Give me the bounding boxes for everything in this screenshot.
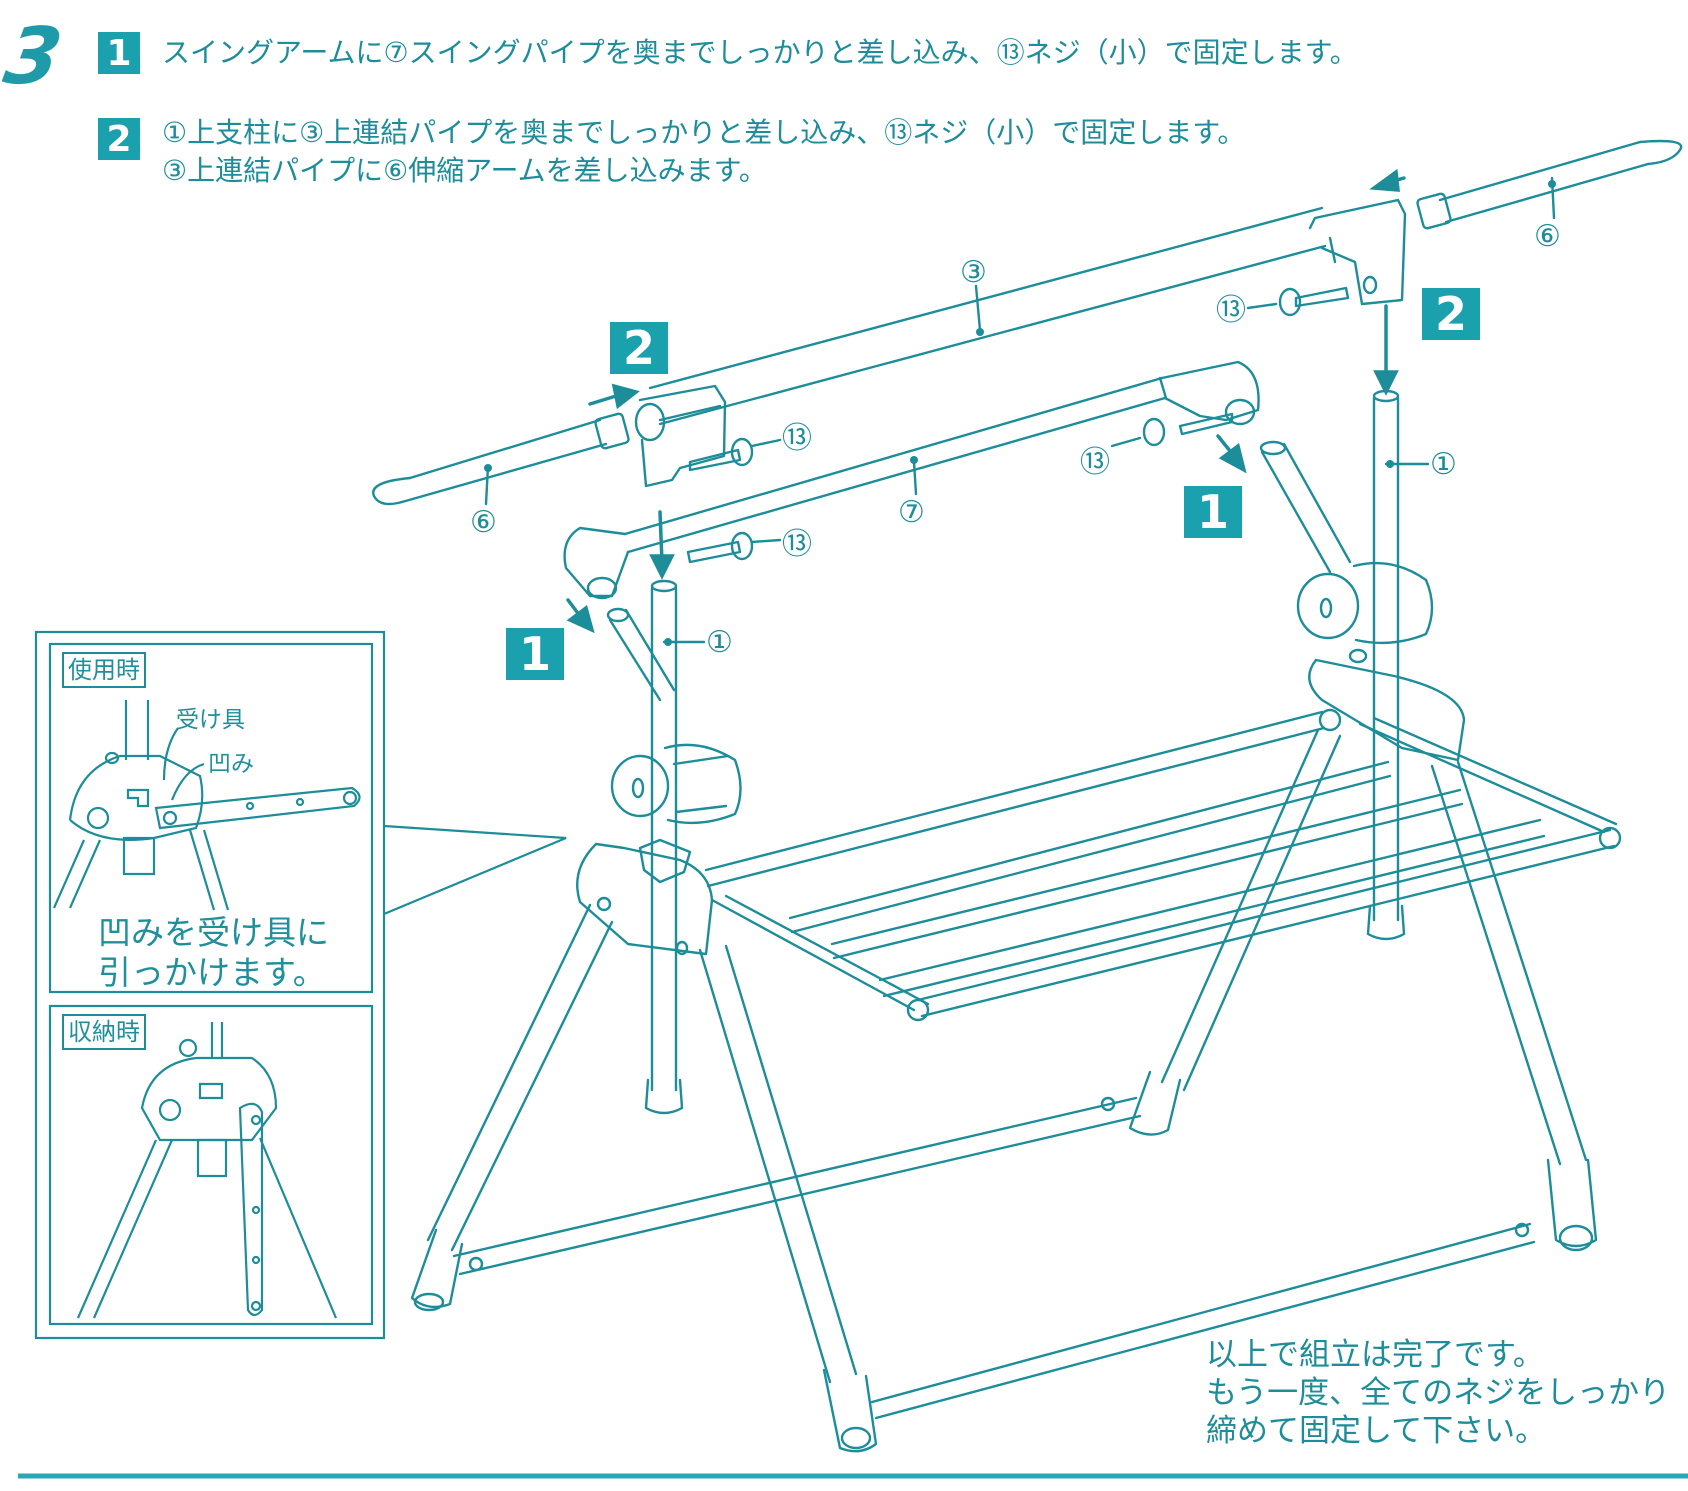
upper-post-right xyxy=(1366,389,1406,941)
inset-in-use-label: 使用時 xyxy=(62,652,146,688)
drying-rack xyxy=(704,708,1622,1022)
inset-storage-label: 収納時 xyxy=(62,1014,146,1050)
badge-1-left: 1 xyxy=(506,627,564,681)
step-2-badge: 2 xyxy=(98,118,140,160)
callout-screw-swing-left: ⑬ xyxy=(782,527,812,562)
inset-caption-line2: 引っかけます。 xyxy=(98,953,326,992)
instruction-2-line2: ③上連結パイプに⑥伸縮アームを差し込みます。 xyxy=(162,154,767,187)
legs-left xyxy=(410,903,878,1453)
base-bars xyxy=(452,1096,1536,1420)
screw-swing-left xyxy=(686,531,782,564)
instruction-1-text: スイングアームに⑦スイングパイプを奥までしっかりと差し込み、⑬ネジ（小）で固定し… xyxy=(162,36,1358,69)
final-note-line2: もう一度、全てのネジをしっかり xyxy=(1206,1375,1671,1411)
screw-swing-right xyxy=(1110,412,1234,448)
clamp-knob-right xyxy=(1296,561,1434,645)
swing-arm-right xyxy=(1259,440,1352,574)
callout-screw-left-top: ⑬ xyxy=(782,421,812,456)
legs-right xyxy=(1128,728,1598,1252)
inset-panel xyxy=(34,630,567,1340)
upper-post-left xyxy=(644,579,684,1115)
screw-left-top xyxy=(688,437,782,472)
inset-receiver-label: 受け具 xyxy=(176,707,245,733)
badge-2-right: 2 xyxy=(1422,287,1480,341)
insertion-arrows xyxy=(566,168,1406,634)
left-t-joint xyxy=(634,384,727,488)
callout-extend-arm-left: ⑥ xyxy=(470,505,497,540)
final-note-line3: 締めて固定して下さい。 xyxy=(1206,1413,1547,1449)
hub-left xyxy=(576,838,714,956)
badge-2-left: 2 xyxy=(610,321,668,375)
callout-screw-swing-right: ⑬ xyxy=(1080,445,1110,480)
callout-upper-post-left: ① xyxy=(706,625,733,660)
callout-extend-arm-right: ⑥ xyxy=(1534,219,1561,254)
final-note-line1: 以上で組立は完了です。 xyxy=(1206,1337,1544,1373)
callout-swing-pipe: ⑦ xyxy=(898,495,925,530)
extend-arm-left xyxy=(372,412,630,506)
hub-right xyxy=(1308,648,1466,762)
step-1-badge: 1 xyxy=(98,32,140,74)
inset-caption-line1: 凹みを受け具に xyxy=(98,913,329,952)
inset-notch-label: 凹み xyxy=(208,751,254,777)
right-t-joint xyxy=(1308,198,1407,306)
callout-upper-post-right: ① xyxy=(1430,447,1457,482)
extend-arm-right xyxy=(1416,139,1683,230)
swing-arm-left xyxy=(606,607,676,702)
instruction-2-line1: ①上支柱に③上連結パイプを奥までしっかりと差し込み、⑬ネジ（小）で固定します。 xyxy=(162,116,1246,149)
callout-screw-right-top: ⑬ xyxy=(1216,293,1246,328)
callout-upper-link-pipe: ③ xyxy=(960,255,987,290)
badge-1-right: 1 xyxy=(1184,485,1242,539)
clamp-knob-left xyxy=(610,743,742,825)
swing-pipe xyxy=(563,360,1260,600)
screw-right-top xyxy=(1246,286,1350,317)
upper-link-pipe xyxy=(648,206,1327,426)
